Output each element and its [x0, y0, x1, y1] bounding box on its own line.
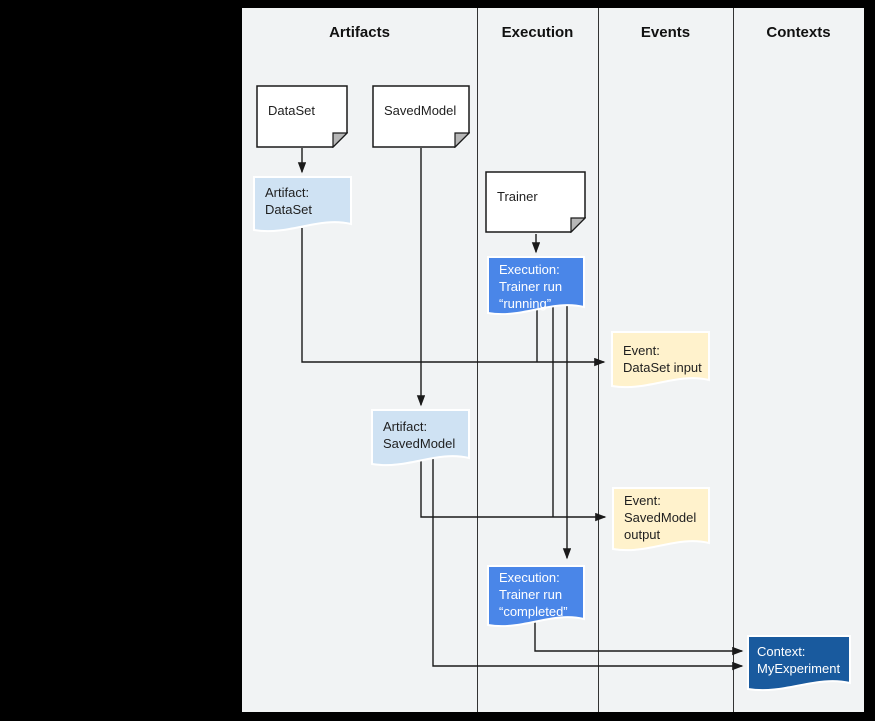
node-label: Artifact: SavedModel	[383, 419, 456, 451]
node-artifact-savedmodel: Artifact: SavedModel	[371, 409, 470, 474]
node-label: DataSet	[268, 103, 315, 118]
tape-shape	[611, 331, 710, 389]
node-event-dataset-input: Event: DataSet input	[611, 331, 710, 396]
node-label: Trainer	[497, 189, 538, 204]
node-label: Artifact: DataSet	[265, 185, 312, 217]
node-execution-completed: Execution: Trainer run “completed”	[487, 565, 585, 635]
node-label: Event: SavedModel output	[624, 493, 697, 542]
node-trainer: Trainer	[485, 171, 586, 233]
node-label: Execution: Trainer run “running”	[499, 262, 563, 311]
column-header-contexts: Contexts	[766, 24, 831, 41]
tape-shape	[253, 176, 352, 233]
column-divider	[733, 8, 734, 712]
node-dataset: DataSet	[256, 85, 348, 148]
node-label: Event: DataSet input	[623, 343, 702, 375]
folded-corner-icon	[454, 132, 470, 148]
edge-arrows	[297, 148, 744, 671]
tape-shape	[371, 409, 470, 467]
tape-shape	[747, 635, 851, 692]
node-event-savedmodel-output: Event: SavedModel output	[612, 487, 710, 559]
document-shape	[485, 171, 586, 233]
edge-artifact-dataset-to-event-input	[301, 228, 606, 367]
document-shape	[256, 85, 348, 148]
document-shape	[372, 85, 470, 148]
edge-artifact-savedmodel-to-event-output	[420, 458, 607, 522]
tape-shape	[612, 487, 710, 552]
node-label: Execution: Trainer run “completed”	[499, 570, 568, 619]
tape-shape	[487, 256, 585, 316]
node-label: SavedModel	[384, 103, 457, 118]
node-label: Context: MyExperiment	[757, 644, 841, 676]
node-artifact-dataset: Artifact: DataSet	[253, 176, 352, 240]
edge-artifact-savedmodel-to-context	[432, 458, 744, 671]
node-execution-running: Execution: Trainer run “running”	[487, 256, 585, 323]
folded-corner-icon	[332, 132, 348, 148]
node-context-myexperiment: Context: MyExperiment	[747, 635, 851, 699]
column-header-events: Events	[640, 24, 691, 41]
folded-corner-icon	[570, 217, 586, 233]
column-divider	[477, 8, 478, 712]
column-header-artifacts: Artifacts	[329, 24, 390, 41]
column-header-execution: Execution	[501, 24, 574, 41]
tape-shape	[487, 565, 585, 628]
node-savedmodel: SavedModel	[372, 85, 470, 148]
diagram-canvas: Artifacts Execution Events Contexts	[242, 8, 864, 712]
